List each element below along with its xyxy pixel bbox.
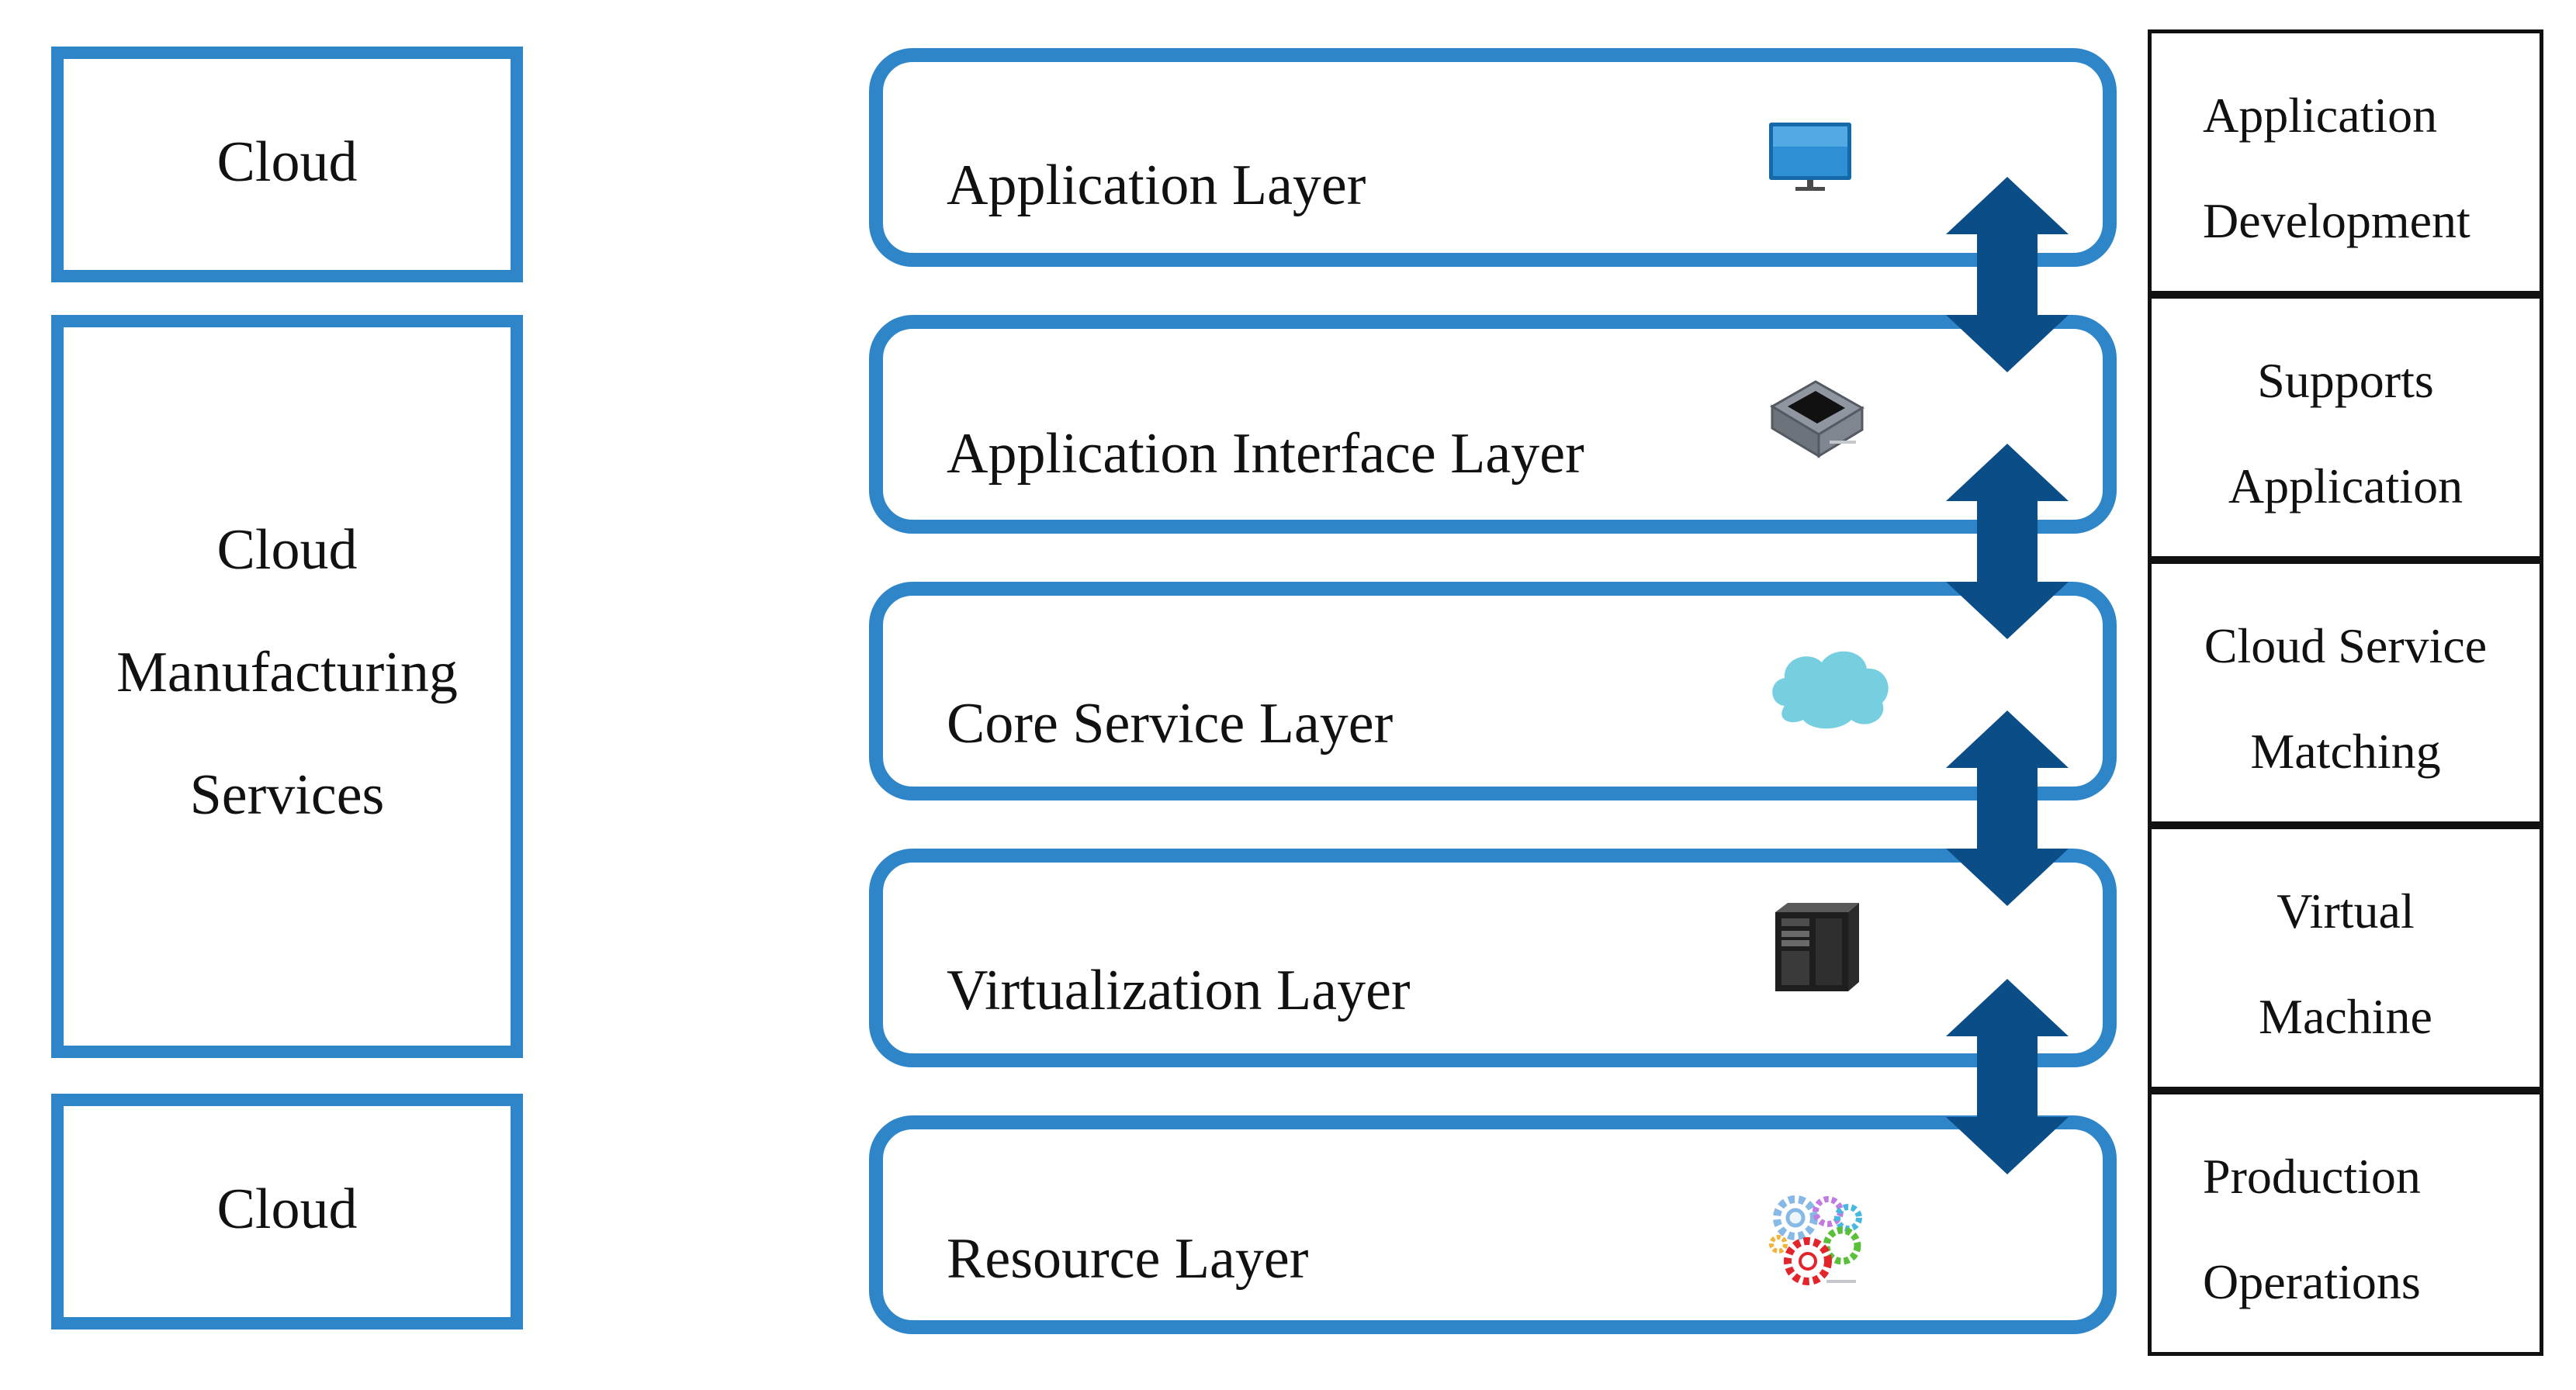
cloud-service-matching-line-2: Matching — [2250, 724, 2441, 779]
production-operations-line-2: Operations — [2203, 1254, 2421, 1309]
cloud-icon — [1772, 651, 1889, 729]
application-interface-layer: Application Interface Layer — [869, 315, 2117, 534]
cloud-bottom-box: Cloud — [51, 1094, 523, 1329]
cloud-service-matching-line-1: Cloud Service — [2204, 618, 2488, 673]
resource-layer: Resource Layer — [869, 1115, 2117, 1334]
cloud-top-label: Cloud — [216, 130, 358, 194]
cms-line-2: Manufacturing — [116, 641, 458, 704]
double-arrow-icon-2 — [1946, 444, 2069, 639]
supports-application-line-2: Application — [2228, 458, 2463, 513]
cms-line-1: Cloud — [216, 518, 358, 582]
production-operations-box: Production Operations — [2148, 1091, 2543, 1356]
production-operations-line-1: Production — [2203, 1149, 2421, 1204]
cloud-top-box: Cloud — [51, 47, 523, 282]
application-development-line-2: Development — [2203, 193, 2470, 248]
application-development-line-1: Application — [2203, 88, 2438, 143]
virtualization-layer: Virtualization Layer — [869, 849, 2117, 1067]
virtual-machine-box: Virtual Machine — [2148, 825, 2543, 1091]
cloud-bottom-label: Cloud — [216, 1177, 358, 1241]
double-arrow-icon-4 — [1946, 979, 2069, 1174]
cms-line-3: Services — [189, 763, 385, 827]
server-tower-icon — [1775, 903, 1859, 991]
cloud-manufacturing-services-box: Cloud Manufacturing Services — [51, 315, 523, 1058]
resource-layer-label: Resource Layer — [947, 1227, 1309, 1291]
cloud-service-matching-box: Cloud Service Matching — [2148, 560, 2543, 825]
virtual-machine-line-2: Machine — [2259, 989, 2432, 1044]
virtualization-layer-label: Virtualization Layer — [947, 959, 1411, 1022]
double-arrow-icon-3 — [1946, 711, 2069, 906]
application-layer: Application Layer — [869, 48, 2117, 267]
double-arrow-icon-1 — [1946, 177, 2069, 372]
device-icon — [1770, 380, 1864, 458]
supports-application-line-1: Supports — [2257, 353, 2434, 408]
application-development-box: Application Development — [2148, 29, 2543, 295]
application-layer-label: Application Layer — [947, 154, 1366, 217]
core-service-layer-label: Core Service Layer — [947, 692, 1394, 756]
supports-application-box: Supports Application — [2148, 295, 2543, 560]
monitor-icon — [1769, 123, 1851, 191]
application-interface-layer-label: Application Interface Layer — [947, 422, 1584, 486]
virtual-machine-line-1: Virtual — [2277, 883, 2415, 939]
gears-icon — [1769, 1195, 1862, 1285]
core-service-layer: Core Service Layer — [869, 582, 2117, 800]
